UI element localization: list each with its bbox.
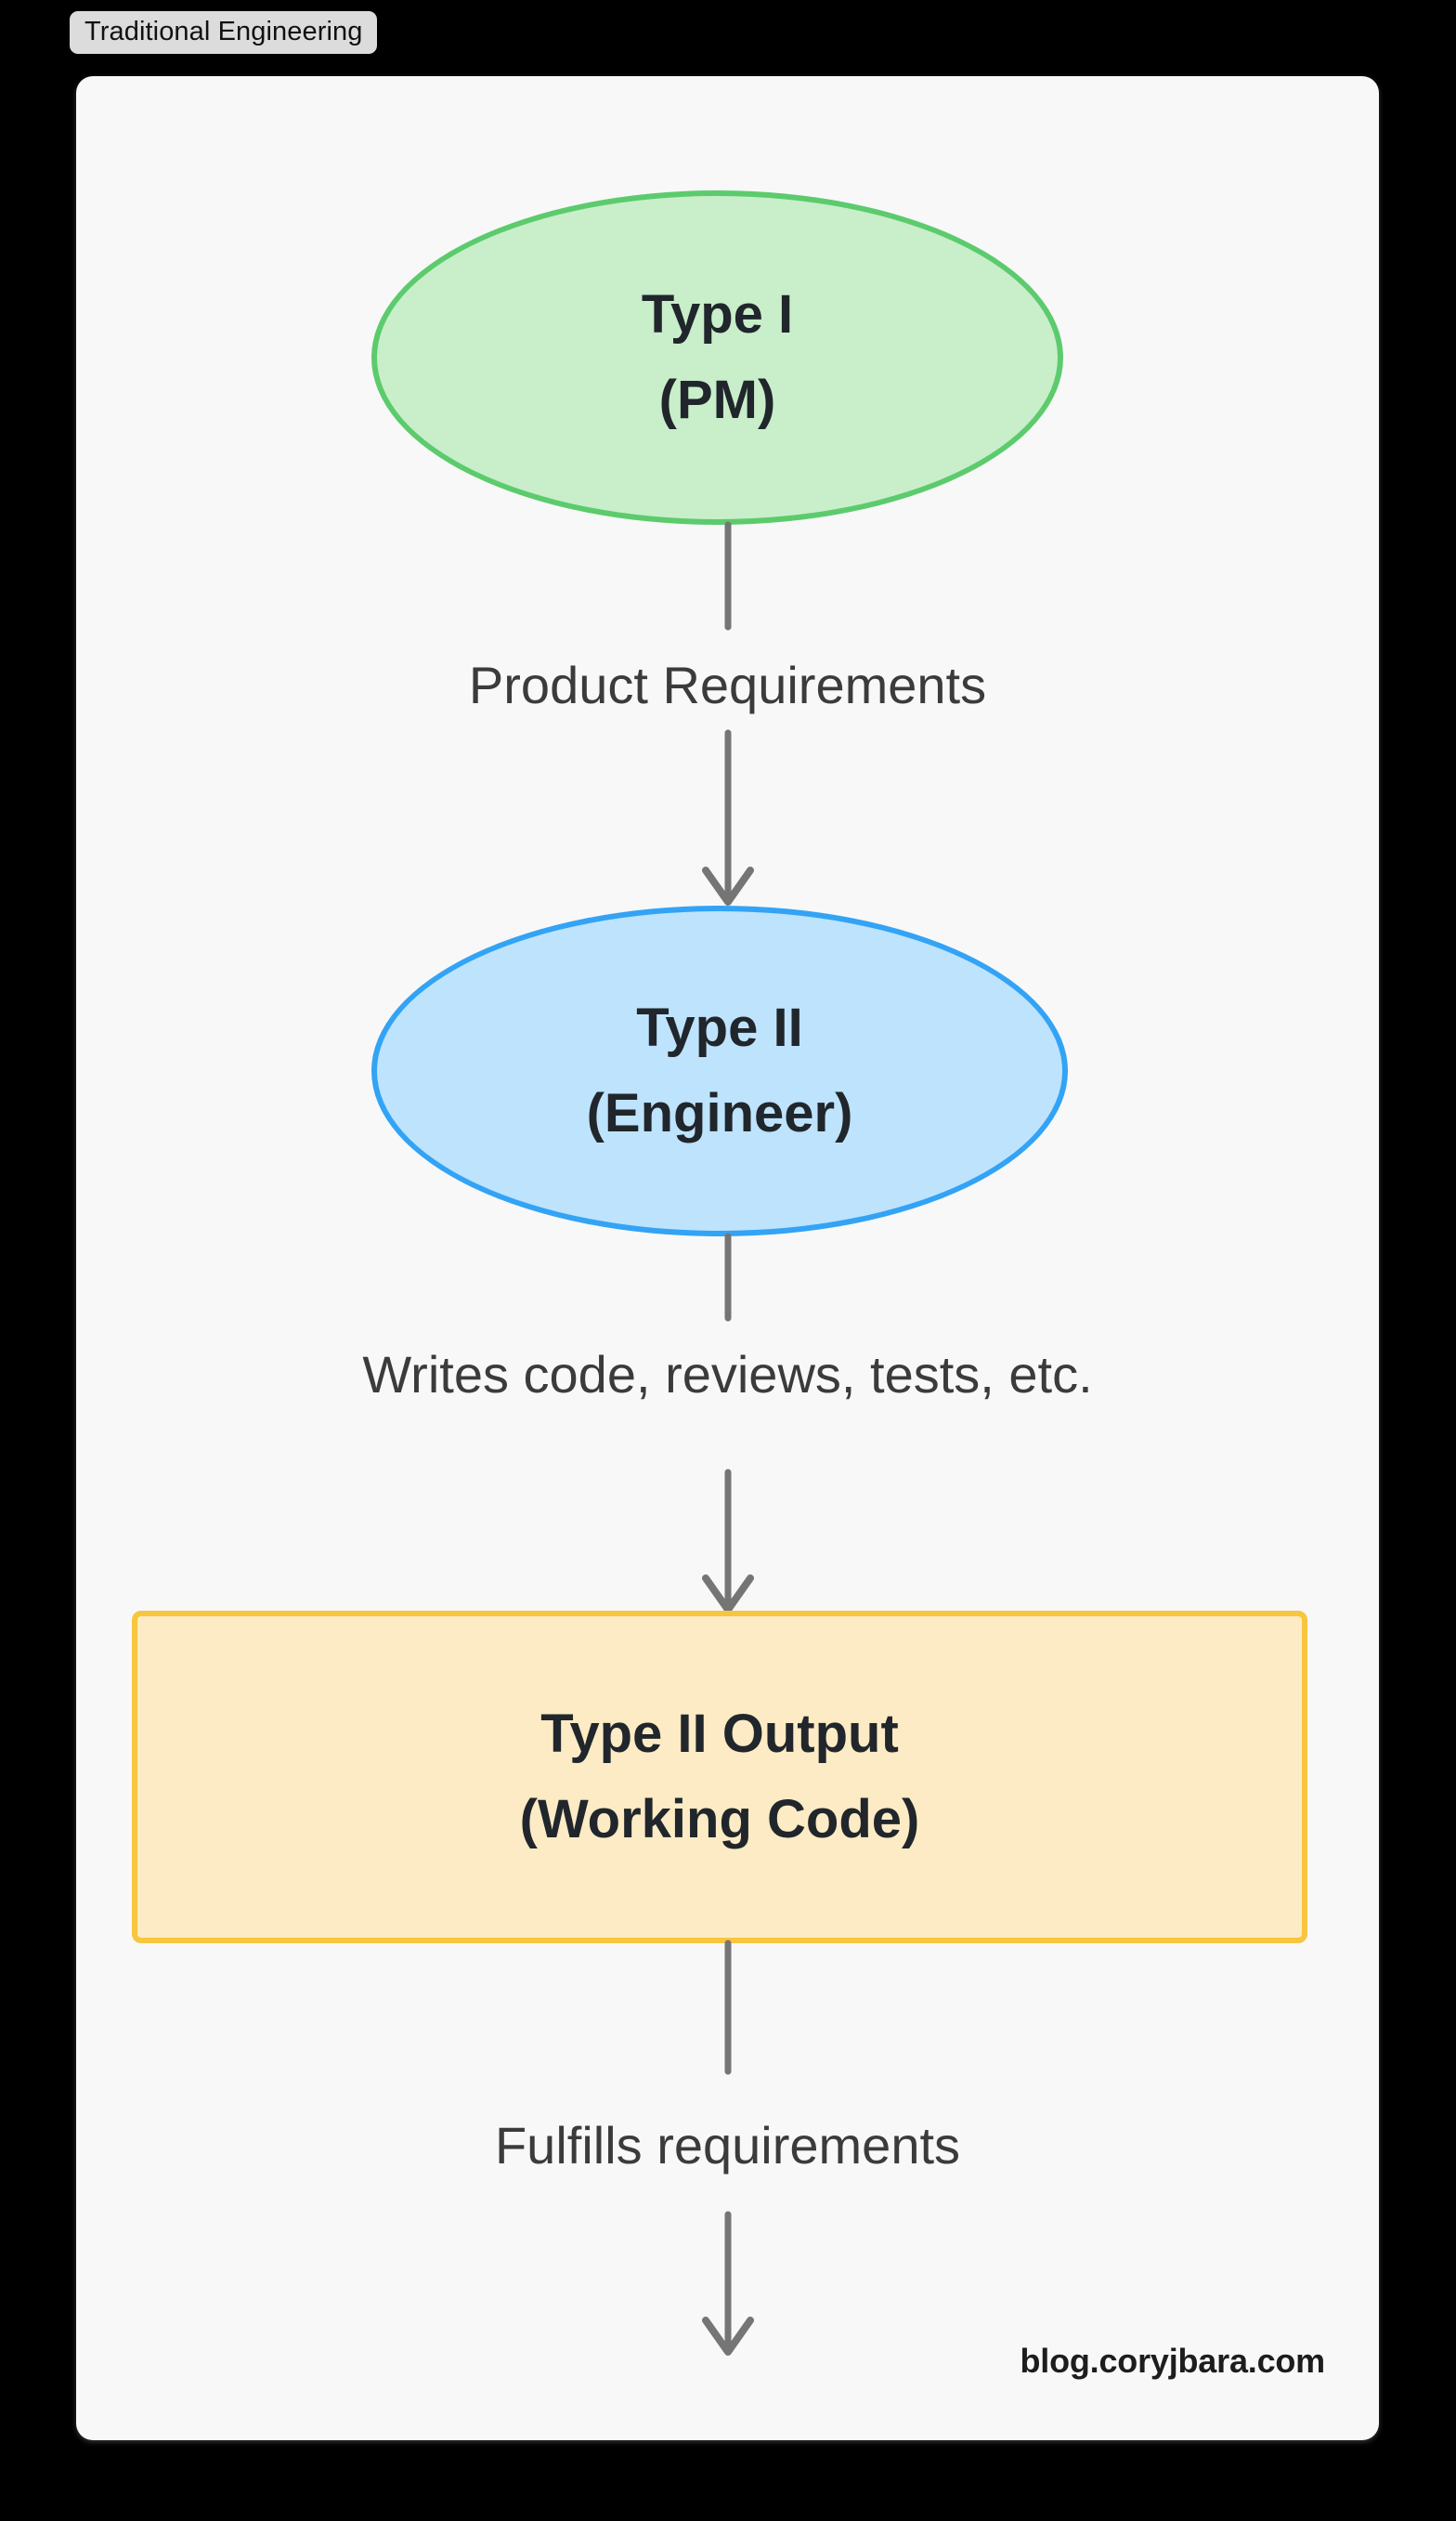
watermark-blog-url: blog.coryjbara.com <box>1020 2342 1326 2380</box>
node-type-i-pm[interactable]: Type I (PM) <box>371 190 1063 525</box>
diagram-card: Type I (PM) Product Requirements Type II… <box>76 76 1379 2440</box>
connector-line-segment-2 <box>76 1233 1379 1322</box>
connector-line-segment-3 <box>76 1940 1379 2075</box>
arrowhead-icon <box>701 2317 754 2356</box>
node-type-i-line1: Type I <box>641 284 794 345</box>
node-type-ii-output[interactable]: Type II Output (Working Code) <box>132 1611 1307 1943</box>
node-type-ii-line1: Type II <box>636 998 803 1058</box>
connector-line-segment-1 <box>76 521 1379 631</box>
arrowhead-icon <box>701 867 754 906</box>
node-output-line2: (Working Code) <box>519 1789 920 1849</box>
edge-label-fulfills-requirements: Fulfills requirements <box>494 2116 961 2175</box>
node-output-line1: Type II Output <box>540 1704 899 1764</box>
node-type-i-line2: (PM) <box>658 370 776 430</box>
edge-label-writes-code: Writes code, reviews, tests, etc. <box>362 1345 1093 1404</box>
diagram-title-chip: Traditional Engineering <box>70 11 378 55</box>
arrowhead-icon <box>701 1574 754 1613</box>
node-type-ii-line2: (Engineer) <box>586 1083 853 1143</box>
node-type-ii-engineer[interactable]: Type II (Engineer) <box>371 906 1068 1236</box>
edge-label-product-requirements: Product Requirements <box>468 656 987 714</box>
